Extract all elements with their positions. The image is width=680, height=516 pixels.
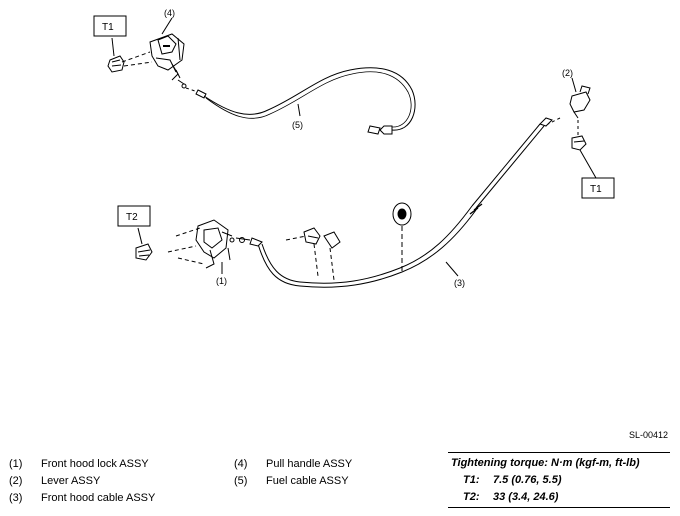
fuel-cable-drawing [175, 67, 416, 135]
legend-label: Lever ASSY [41, 475, 101, 487]
t1-box-top-left [93, 15, 127, 37]
legend-label: Pull handle ASSY [266, 458, 353, 470]
legend-left: (1) Front hood lock ASSY (2) Lever ASSY … [9, 456, 155, 507]
callout-3-leader [445, 261, 459, 277]
torque-table: Tightening torque: N·m (kgf-m, ft-lb) T1… [448, 452, 670, 508]
callout-4: (4) [164, 8, 175, 18]
legend-label: Front hood cable ASSY [41, 492, 156, 504]
t1-tag-right: T1 [590, 184, 602, 195]
legend-item: (3) Front hood cable ASSY [9, 490, 155, 507]
callout-2-leader [571, 77, 577, 93]
legend-number: (4) [234, 458, 248, 470]
legend-item: (2) Lever ASSY [9, 473, 155, 490]
t2-tag: T2 [126, 212, 138, 223]
pull-handle-assy-drawing [149, 33, 185, 81]
lever-assy-drawing [569, 85, 591, 138]
legend-item: (5) Fuel cable ASSY [234, 473, 352, 490]
callout-2: (2) [562, 68, 573, 78]
torque-heading: Tightening torque: N·m (kgf-m, ft-lb) [451, 457, 640, 469]
legend-label: Front hood lock ASSY [41, 458, 149, 470]
torque-value: 33 (3.4, 24.6) [493, 491, 559, 503]
legend-right: (4) Pull handle ASSY (5) Fuel cable ASSY [234, 456, 352, 490]
legend-item: (1) Front hood lock ASSY [9, 456, 155, 473]
figure-code: SL-00412 [628, 430, 668, 440]
torque-key: T2: [463, 491, 480, 503]
t2-box [117, 205, 151, 227]
t1-leader-right [579, 149, 597, 179]
torque-value: 7.5 (0.76, 5.5) [493, 474, 562, 486]
callout-5: (5) [292, 120, 303, 130]
callout-4-leader [161, 17, 173, 35]
cable-clips-drawing [285, 227, 341, 281]
parts-diagram: T1 (4) (5) (2) T1 [93, 8, 615, 288]
t1-bolt-right [571, 135, 587, 151]
legend-item: (4) Pull handle ASSY [234, 456, 352, 473]
legend-number: (1) [9, 458, 23, 470]
t1-tag-top-left: T1 [102, 22, 114, 33]
t1-box-right [581, 177, 615, 199]
t1-leader-top-left [111, 37, 115, 57]
callout-5-leader [297, 103, 301, 117]
callout-3: (3) [454, 278, 465, 288]
legend-number: (2) [9, 475, 23, 487]
torque-row: T2: 33 (3.4, 24.6) [448, 489, 670, 506]
callout-1: (1) [216, 276, 227, 286]
torque-row: T1: 7.5 (0.76, 5.5) [448, 472, 670, 489]
front-hood-lock-drawing [167, 219, 235, 269]
t2-leader [137, 227, 143, 245]
grommet-drawing [392, 202, 412, 272]
legend-number: (3) [9, 492, 23, 504]
hood-cable-drawing [235, 117, 561, 288]
t1-bolt-top-left [107, 51, 153, 73]
t2-bolt [135, 243, 153, 261]
legend-label: Fuel cable ASSY [266, 475, 349, 487]
legend-number: (5) [234, 475, 248, 487]
torque-key: T1: [463, 474, 480, 486]
